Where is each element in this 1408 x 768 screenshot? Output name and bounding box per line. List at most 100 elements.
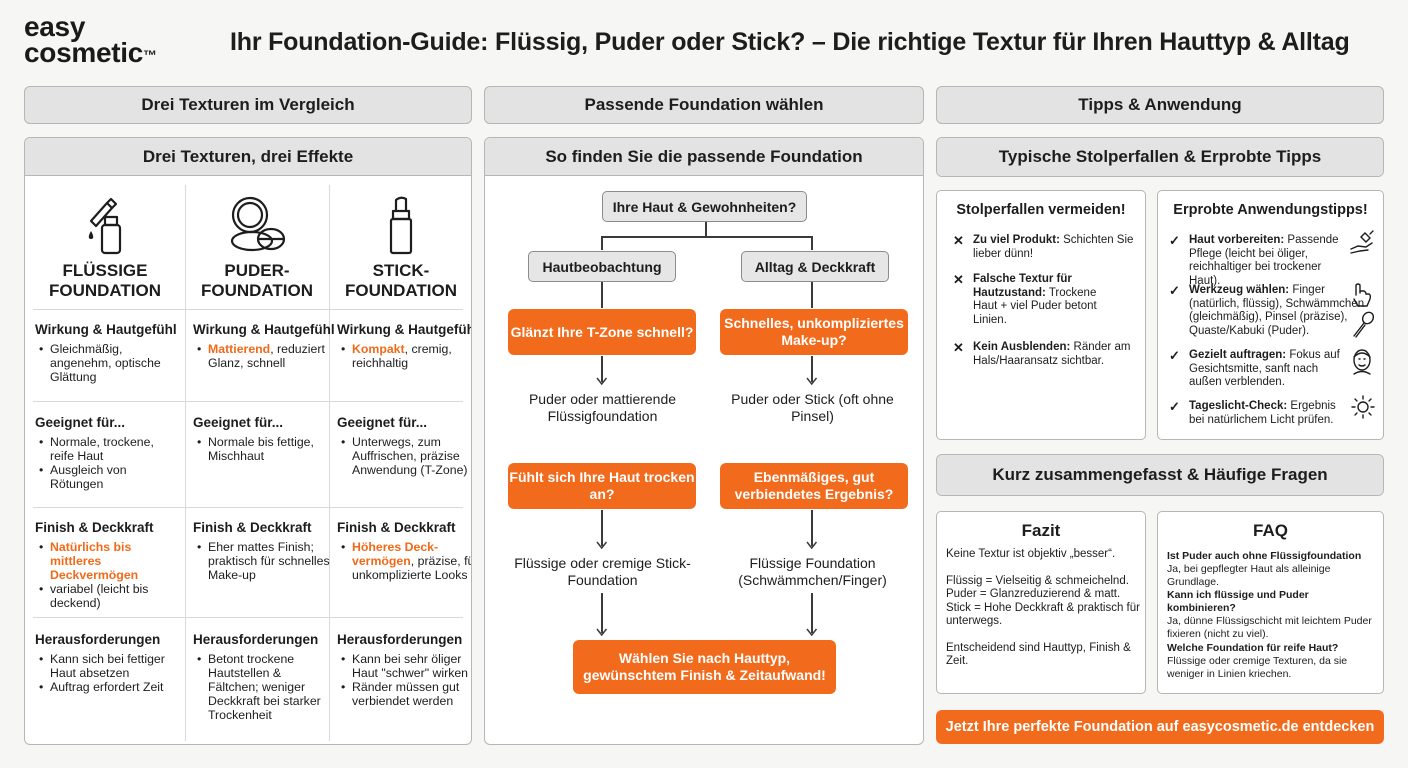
cell-title: Geeignet für... [337,415,428,430]
cell-title: Geeignet für... [193,415,284,430]
comparison-cell: Finish & DeckkraftHöheres Deck-vermögen,… [337,520,472,582]
item-text: Gleichmäßig, angenehm, optische Glättung [50,342,161,384]
cell-list-item: Auftrag erfordert Zeit [35,680,177,694]
x-mark-icon: ✕ [953,272,964,287]
faq-answer: Ja, bei gepflegter Haut als alleinige Gr… [1167,563,1331,588]
flow-question-dry: Fühlt sich Ihre Haut trocken an? [508,463,696,509]
flow-connector [811,236,813,250]
flow-connector [811,282,813,308]
flow-result-4: Flüssige Foundation (Schwämmchen/Finger) [738,555,887,588]
cell-title: Geeignet für... [35,415,126,430]
check-icon: ✓ [1169,283,1180,298]
fazit-line: Keine Textur ist objektiv „besser“. [946,548,1116,560]
flow-final-node: Wählen Sie nach Hauttyp, gewünschtem Fin… [573,640,836,694]
faq-question: Kann ich flüssige und Puder kombinieren? [1167,589,1309,614]
flow-start-node: Ihre Haut & Gewohnheiten? [602,191,807,222]
powder-compact-icon [230,196,286,252]
flow-panel: So finden Sie die passende Foundation Ih… [484,137,924,745]
row-divider [33,507,463,508]
tip-text: Fokus auf Gesichtsmitte, sanft nach auße… [1189,349,1340,388]
logo-line-2: cosmetic [24,37,143,68]
lotion-hand-icon [1350,230,1374,254]
flow-arrow [811,510,813,546]
cell-list-item: Ausgleich von Rötungen [35,463,177,491]
check-icon: ✓ [1169,399,1180,414]
item-text: Kann bei sehr öliger Haut "schwer" wirke… [352,652,469,680]
column-head-stick: Stick-Foundation [327,177,471,307]
item-text: Ränder müssen gut verbiendet werden [352,680,460,708]
tip-label: Tageslicht-Check: [1189,400,1288,412]
cta-button[interactable]: Jetzt Ihre perfekte Foundation auf easyc… [936,710,1384,744]
section-pill-choose: Passende Foundation wählen [484,86,924,124]
flow-branch-skin: Hautbeobachtung [528,251,676,282]
cell-list: Kann bei sehr öliger Haut "schwer" wirke… [337,652,471,708]
column-title-line: Foundation [344,281,458,300]
cell-list-item: Natürlichs bis mittleres Deckvermögen [35,540,177,582]
cell-list-item: Kompakt, cremig, reichhaltig [337,342,471,370]
flow-arrowheads [596,377,818,637]
column-divider [329,185,330,741]
row-divider [33,309,463,310]
item-text: , präzise, für unkomplizierte Looks [352,554,472,582]
cell-list: Normale bis fettige, Mischhaut [193,435,335,463]
cell-list-item: Betont trockene Hautstellen & Fältchen; … [193,652,335,722]
comparison-cell: Geeignet für... Unterwegs, zum Auffrische… [337,415,471,477]
comparison-panel: Drei Texturen, drei Effekte FlüssigeFoun… [24,137,472,745]
comparison-cell: Finish & DeckkraftEher mattes Finish; pr… [193,520,335,582]
summary-heading: Kurz zusammengefasst & Häufige Fragen [937,455,1383,495]
tip-label: Haut vorbereiten: [1189,234,1285,246]
flow-arrow [811,593,813,633]
pitfall-label: Kein Ausblenden: [973,341,1071,353]
brand-logo[interactable]: easy cosmetic™ [24,11,157,68]
logo-line-1: easy [24,11,86,42]
page-title: Ihr Foundation-Guide: Flüssig, Puder ode… [230,28,1350,56]
highlight-text: Mattierend [208,342,271,356]
dropper-bottle-icon [88,197,122,255]
pitfalls-card: Stolperfallen vermeiden! ✕ Zu viel Produ… [936,190,1146,440]
tip-text: Ergebnis bei natürlichem Licht prüfen. [1189,400,1336,426]
pitfall-text: Ränder am Hals/Haaransatz sichtbar. [973,341,1131,367]
cell-list-item: Eher mattes Finish; praktisch für schnel… [193,540,335,582]
cell-title: Wirkung & Hautgefühl [337,322,472,337]
highlight-text: Natürlichs bis mittleres Deckvermögen [50,540,139,582]
item-text: Unterwegs, zum Auffrischen, präzise Anwe… [352,435,468,477]
cell-title: Herausforderungen [35,632,161,647]
cell-list: Gleichmäßig, angenehm, optische Glättung [35,342,177,384]
column-title-line: Flüssige [62,261,148,280]
face-icon [1353,349,1371,375]
check-icon: ✓ [1169,233,1180,248]
flow-question-even: Ebenmäßiges, gut verbiendetes Ergebnis? [720,463,908,509]
tips-title: Erprobte Anwendungstipps! [1173,202,1368,218]
tips-card: Erprobte Anwendungstipps! ✓ Haut vorbere… [1157,190,1384,440]
flow-arrow [601,356,603,382]
flow-branch-daily: Alltag & Deckkraft [741,251,889,282]
comparison-cell: Geeignet für... Normale bis fettige, Misc… [193,415,335,463]
comparison-cell: Wirkung & HautgefühlKompakt, cremig, rei… [337,322,472,370]
trademark: ™ [143,47,157,63]
faq-question: Welche Foundation für reife Haut? [1167,642,1339,654]
cell-title: Herausforderungen [337,632,463,647]
row-divider [33,617,463,618]
pitfall-label: Falsche Textur für Hautzustand: [973,273,1072,299]
flow-connector [601,236,812,238]
tip-text: Finger (natürlich, flüssig), Schwämmchen… [1189,284,1365,337]
cell-list-item: Unterwegs, zum Auffrischen, präzise Anwe… [337,435,471,477]
highlight-text: Kompakt [352,342,405,356]
faq-question: Ist Puder auch ohne Flüssigfoundation [1167,550,1362,562]
fazit-title: Fazit [1021,521,1061,540]
cell-list: Normale, trockene, reife HautAusgleich v… [35,435,177,491]
pitfalls-title: Stolperfallen vermeiden! [956,202,1126,218]
faq-item: Welche Foundation für reife Haut? Flüssi… [1167,642,1379,681]
cell-list: Betont trockene Hautstellen & Fältchen; … [193,652,335,722]
cell-title: Finish & Deckkraft [337,520,456,535]
cell-list-item: Mattierend, reduziert Glanz, schnell [193,342,335,370]
item-text: Normale bis fettige, Mischhaut [208,435,314,463]
item-text: Kann sich bei fettiger Haut absetzen [50,652,165,680]
cell-title: Herausforderungen [193,632,319,647]
fazit-line: Flüssig = Vielseitig & schmeichelnd. Pud… [946,574,1140,628]
flow-result-2: Flüssige oder cremige Stick-Foundation [514,555,691,588]
pitfall-text: Schichten Sie lieber dünn! [973,234,1134,260]
flow-arrow [601,510,603,546]
highlight-text: Höheres Deck-vermögen [352,540,439,568]
